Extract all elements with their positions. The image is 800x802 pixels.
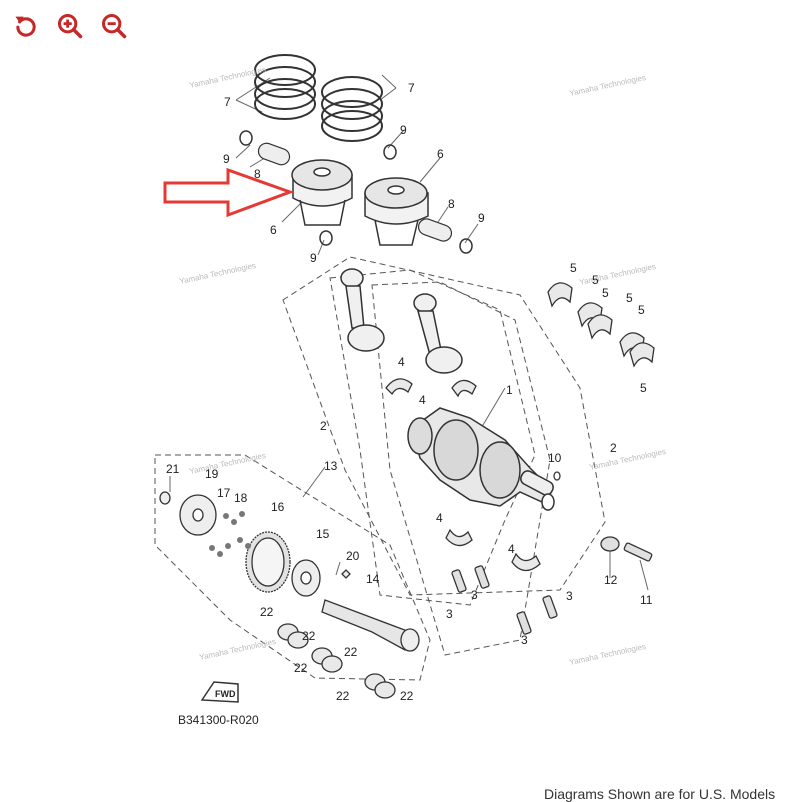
callout-4: 4 <box>508 542 515 556</box>
highlight-arrow <box>163 167 295 218</box>
callout-5: 5 <box>640 381 647 395</box>
callout-9: 9 <box>400 123 407 137</box>
callout-22: 22 <box>294 661 308 675</box>
callout-5: 5 <box>602 286 609 300</box>
callout-4: 4 <box>436 511 443 525</box>
callout-8: 8 <box>448 197 455 211</box>
callout-9: 9 <box>223 152 230 166</box>
zoom-in-icon <box>57 13 83 39</box>
callout-10: 10 <box>548 451 562 465</box>
callouts: 7 7 9 9 9 9 8 8 6 6 5 5 5 5 5 5 4 4 4 4 … <box>166 81 653 703</box>
zoom-in-button[interactable] <box>54 10 86 42</box>
diagram-code: B341300-R020 <box>178 713 259 727</box>
callout-5: 5 <box>638 303 645 317</box>
callout-8: 8 <box>254 167 261 181</box>
watermark-text: Yamaha Technologies <box>199 637 277 662</box>
callout-9: 9 <box>478 211 485 225</box>
callout-17: 17 <box>217 486 231 500</box>
callout-5: 5 <box>626 291 633 305</box>
zoom-out-button[interactable] <box>98 10 130 42</box>
callout-9: 9 <box>310 251 317 265</box>
rotate-button[interactable] <box>10 10 42 42</box>
callout-1: 1 <box>506 383 513 397</box>
piston-rings-left <box>254 54 316 120</box>
zoom-out-icon <box>101 13 127 39</box>
callout-22: 22 <box>336 689 350 703</box>
callout-15: 15 <box>316 527 330 541</box>
piston-left <box>291 159 353 226</box>
callout-16: 16 <box>271 500 285 514</box>
callout-22: 22 <box>400 689 414 703</box>
bolts <box>451 471 653 635</box>
callout-11: 11 <box>640 593 653 607</box>
callout-12: 12 <box>604 573 618 587</box>
callout-4: 4 <box>398 355 405 369</box>
diagram-toolbar <box>10 10 130 42</box>
watermark-text: Yamaha Technologies <box>189 65 267 90</box>
fwd-indicator: FWD <box>200 681 239 703</box>
callout-4: 4 <box>419 393 426 407</box>
conrod-bearings <box>385 378 541 572</box>
watermark-text: Yamaha Technologies <box>579 262 657 287</box>
balancer-assembly <box>159 491 420 652</box>
main-bearings <box>547 282 655 368</box>
piston-pin-left <box>257 142 291 166</box>
piston-pin-right <box>417 218 453 242</box>
callout-20: 20 <box>346 549 360 563</box>
callout-3: 3 <box>471 588 478 602</box>
diagram-disclaimer: Diagrams Shown are for U.S. Models <box>544 786 776 802</box>
callout-22: 22 <box>302 629 316 643</box>
callout-13: 13 <box>324 459 338 473</box>
callout-7: 7 <box>224 95 231 109</box>
callout-22: 22 <box>344 645 358 659</box>
watermark-text: Yamaha Technologies <box>179 261 257 286</box>
callout-2: 2 <box>320 419 327 433</box>
callout-7: 7 <box>408 81 415 95</box>
callout-18: 18 <box>234 491 248 505</box>
connecting-rod-right <box>413 293 463 374</box>
circlips <box>239 130 473 254</box>
connecting-rod-left <box>340 268 385 352</box>
callout-14: 14 <box>366 572 380 586</box>
callout-6: 6 <box>270 223 277 237</box>
callout-3: 3 <box>521 633 528 647</box>
callout-6: 6 <box>437 147 444 161</box>
crankshaft <box>407 407 555 511</box>
group-outline <box>154 256 606 681</box>
dampers <box>209 511 251 557</box>
piston-right <box>364 177 429 246</box>
watermark-text: Yamaha Technologies <box>569 642 647 667</box>
callout-5: 5 <box>570 261 577 275</box>
fwd-label: FWD <box>215 689 236 699</box>
callout-22: 22 <box>260 605 274 619</box>
balancer-bearings <box>277 623 396 699</box>
watermark-text: Yamaha Technologies <box>569 73 647 98</box>
callout-3: 3 <box>566 589 573 603</box>
callout-2: 2 <box>610 441 617 455</box>
piston-rings-right <box>321 76 383 142</box>
callout-5: 5 <box>592 273 599 287</box>
rotate-icon <box>15 16 36 37</box>
callout-3: 3 <box>446 607 453 621</box>
callout-19: 19 <box>205 467 219 481</box>
watermark-text: Yamaha Technologies <box>589 447 667 472</box>
callout-21: 21 <box>166 462 180 476</box>
